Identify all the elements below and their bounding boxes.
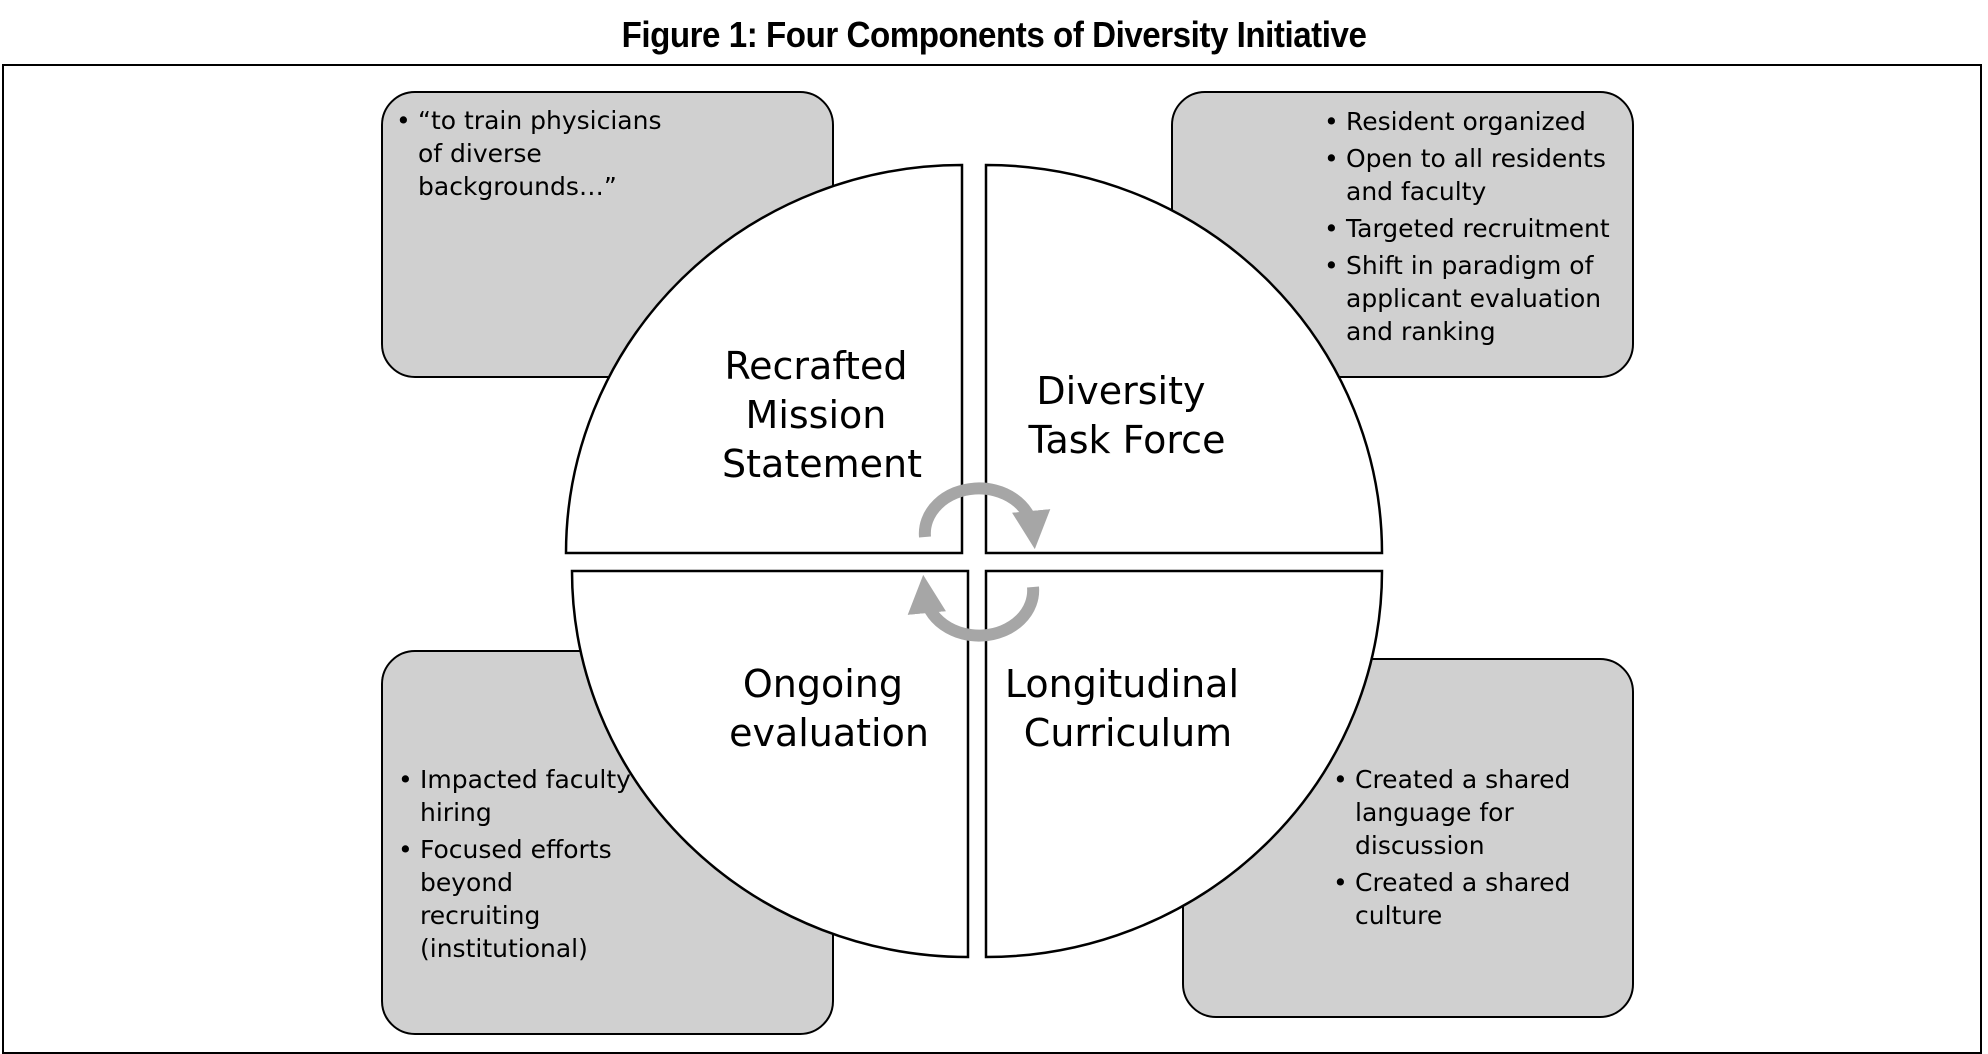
figure-title: Figure 1: Four Components of Diversity I…	[621, 14, 1367, 55]
quadrant-longitudinal-curriculum	[984, 569, 1384, 959]
quadrant-mission-statement	[564, 163, 964, 555]
quadrant-diversity-task-force	[984, 163, 1384, 555]
bullet-item: Created a shared culture	[1333, 866, 1593, 932]
quadrant-label-diversity-task-force: Diversity Task Force	[1028, 369, 1226, 462]
bullet-item: Impacted faculty hiring	[398, 763, 638, 829]
mission-statement-bullets: “to train physicians of diverse backgrou…	[396, 104, 686, 207]
bullet-item: Targeted recruitment	[1324, 212, 1624, 245]
ongoing-evaluation-bullets: Impacted faculty hiring Focused efforts …	[398, 763, 638, 969]
bullet-item: Shift in paradigm of applicant evaluatio…	[1324, 249, 1624, 348]
curriculum-bullets: Created a shared language for discussion…	[1333, 763, 1593, 936]
quadrant-label-longitudinal-curriculum: Longitudinal Curriculum	[1005, 662, 1251, 755]
bullet-item: Open to all residents and faculty	[1324, 142, 1624, 208]
bullet-item: Created a shared language for discussion	[1333, 763, 1593, 862]
quadrant-label-ongoing-evaluation: Ongoing evaluation	[729, 662, 929, 755]
quadrant-label-mission-statement: Recrafted Mission Statement	[722, 344, 922, 486]
clockwise-cycle-arrow-icon-top	[918, 482, 1051, 550]
task-force-bullets: Resident organized Open to all residents…	[1324, 105, 1624, 352]
figure-frame	[2, 64, 1982, 1054]
quadrant-ongoing-evaluation	[570, 569, 970, 959]
bullet-item: Resident organized	[1324, 105, 1624, 138]
bullet-item: Focused efforts beyond recruiting (insti…	[398, 833, 638, 965]
bullet-item: “to train physicians of diverse backgrou…	[396, 104, 686, 203]
clockwise-cycle-arrow-icon-bottom	[907, 574, 1040, 642]
